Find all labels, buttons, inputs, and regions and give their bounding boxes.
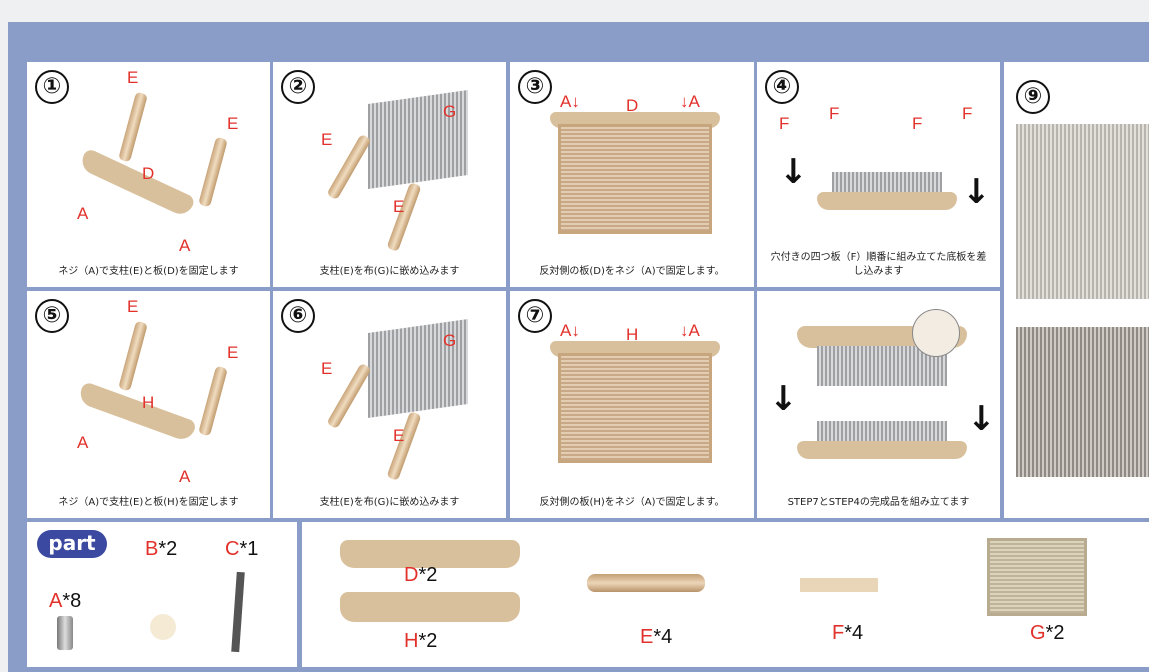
- board-d: [77, 147, 197, 219]
- label: E: [227, 114, 239, 133]
- label: A: [77, 433, 89, 452]
- step-number: ⑨: [1016, 80, 1050, 114]
- step-caption: 支柱(E)を布(G)に嵌め込みます: [319, 497, 460, 508]
- label: A: [77, 204, 89, 223]
- post-e: [118, 91, 148, 163]
- step-caption: 反対側の板(H)をネジ（A)で固定します。: [539, 497, 725, 508]
- label: A↓: [560, 321, 580, 340]
- label: F: [779, 114, 790, 133]
- step-caption: 反対側の板(D)をネジ（A)で固定します。: [539, 266, 725, 277]
- label: E: [127, 297, 139, 316]
- fabric-g: [558, 124, 712, 234]
- label: E: [321, 130, 333, 149]
- arrow-down-icon: ↓: [779, 152, 808, 192]
- step-caption: 支柱(E)を布(G)に嵌め込みます: [319, 266, 460, 277]
- step-number: ②: [281, 70, 315, 104]
- label: D: [142, 164, 155, 183]
- label: E: [227, 343, 239, 362]
- post-e: [326, 133, 372, 201]
- post-e: [198, 365, 228, 437]
- step-number: ①: [35, 70, 69, 104]
- label: A: [179, 467, 191, 486]
- post-e: [386, 411, 422, 481]
- step-number: ⑥: [281, 299, 315, 333]
- fabric-g: [987, 538, 1087, 616]
- label: A↓: [560, 92, 580, 111]
- step-caption: ネジ（A)で支柱(E)と板(D)を固定します: [58, 266, 239, 277]
- step-number: ④: [765, 70, 799, 104]
- parts-title: part: [37, 530, 107, 558]
- detail-circle: [912, 309, 960, 357]
- label: E: [393, 426, 405, 445]
- step-7-panel: ⑦ A↓ H ↓A 反対側の板(H)をネジ（A)で固定します。: [510, 291, 754, 518]
- step-4-panel: ④ ↓ ↓ F F F F 穴付きの四つ板（F）順番に組み立てた底板を差し込みま…: [757, 62, 1000, 287]
- photo-hammock-ball: [1016, 124, 1149, 299]
- step-6-panel: ⑥ G E E 支柱(E)を布(G)に嵌め込みます: [273, 291, 506, 518]
- label: D: [626, 96, 639, 115]
- step-8-panel: ↓ ↓ STEP7とSTEP4の完成品を組み立てます: [757, 291, 1000, 518]
- board-h: [340, 592, 520, 622]
- label: H: [626, 325, 639, 344]
- label: ↓A: [680, 321, 700, 340]
- ball-b: [150, 614, 176, 640]
- step-2-panel: ② G E E 支柱(E)を布(G)に嵌め込みます: [273, 62, 506, 287]
- board-h: [76, 381, 198, 443]
- post-e: [326, 362, 372, 430]
- post-e: [198, 136, 228, 208]
- label: ↓A: [680, 92, 700, 111]
- step-9-panel: ⑨: [1004, 62, 1149, 518]
- step-1-panel: ① E E D A A ネジ（A)で支柱(E)と板(D)を固定します: [27, 62, 270, 287]
- post-e: [587, 574, 705, 592]
- parts-panel-small: part A*8 B*2 C*1: [27, 522, 297, 667]
- fabric-g: [558, 353, 712, 463]
- board-d: [340, 540, 520, 568]
- step-caption: STEP7とSTEP4の完成品を組み立てます: [787, 497, 970, 508]
- part-f-label: F*4: [832, 622, 864, 644]
- arrow-down-icon: ↓: [962, 172, 991, 212]
- post-e: [386, 182, 422, 252]
- label: E: [321, 359, 333, 378]
- label: G: [443, 102, 457, 121]
- parts-panel-large: D*2 H*2 E*4 F*4 G*2: [302, 522, 1149, 667]
- hex-key-c: [231, 571, 245, 653]
- post-e: [118, 320, 148, 392]
- label: G: [443, 331, 457, 350]
- plank-f: [800, 578, 878, 592]
- step-number: ⑤: [35, 299, 69, 333]
- step-caption: ネジ（A)で支柱(E)と板(H)を固定します: [58, 497, 239, 508]
- label: E: [127, 68, 139, 87]
- part-h-label: H*2: [404, 630, 438, 652]
- label: E: [393, 197, 405, 216]
- part-c-label: C*1: [225, 538, 259, 560]
- label: F: [829, 104, 840, 123]
- part-d-label: D*2: [404, 564, 438, 586]
- board-bottom: [797, 441, 967, 459]
- part-g-label: G*2: [1030, 622, 1065, 644]
- board: [817, 192, 957, 210]
- step-number: ③: [518, 70, 552, 104]
- part-e-label: E*4: [640, 626, 673, 648]
- photo-hammock-ball: [1016, 327, 1149, 477]
- step-caption: 穴付きの四つ板（F）順番に組み立てた底板を差し込みます: [770, 252, 987, 277]
- step-number: ⑦: [518, 299, 552, 333]
- screw-a: [57, 616, 73, 650]
- arrow-down-icon: ↓: [967, 399, 996, 439]
- arrow-down-icon: ↓: [769, 379, 798, 419]
- part-a-label: A*8: [49, 590, 82, 612]
- label: A: [179, 236, 191, 255]
- label: F: [912, 114, 923, 133]
- step-3-panel: ③ A↓ D ↓A 反対側の板(D)をネジ（A)で固定します。: [510, 62, 754, 287]
- part-b-label: B*2: [145, 538, 178, 560]
- label: F: [962, 104, 973, 123]
- label: H: [142, 393, 155, 412]
- step-5-panel: ⑤ E E H A A ネジ（A)で支柱(E)と板(H)を固定します: [27, 291, 270, 518]
